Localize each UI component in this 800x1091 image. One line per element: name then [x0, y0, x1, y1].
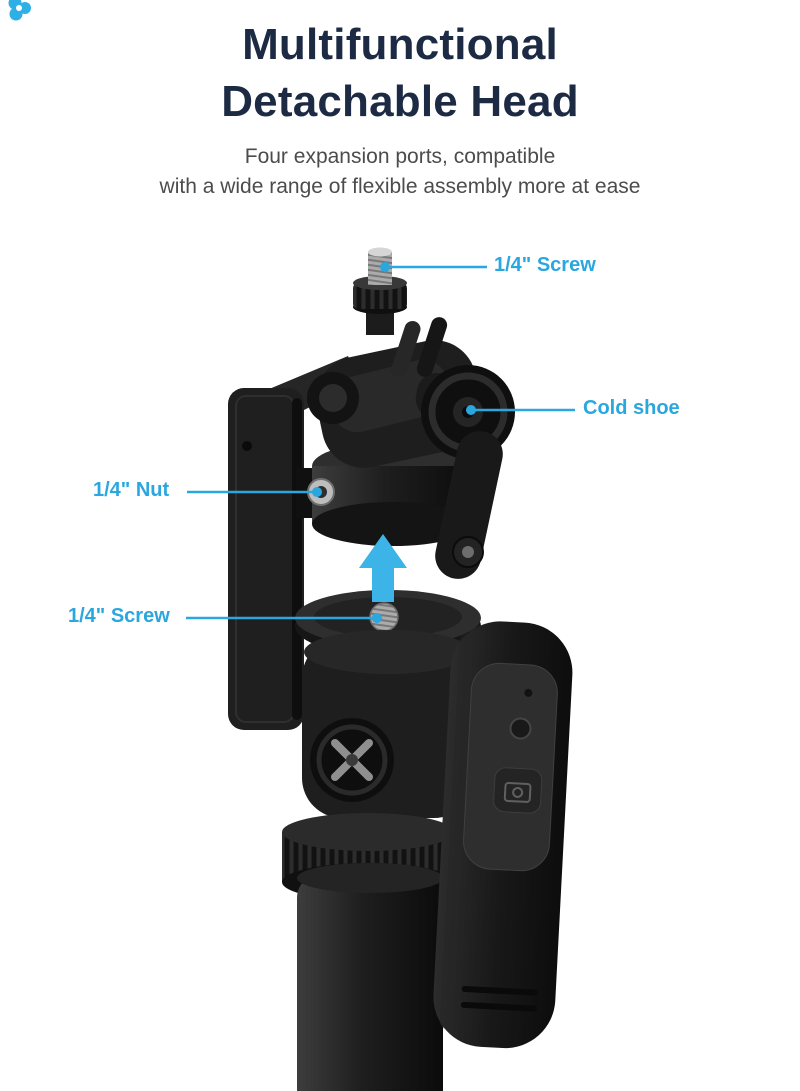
- remote-power-button: [509, 717, 532, 740]
- callout-cold-shoe: Cold shoe: [583, 397, 680, 419]
- callout-quarter-screw-top: 1/4" Screw: [494, 254, 596, 276]
- page-subtitle: Four expansion ports, compatible with a …: [0, 142, 800, 201]
- top-quarter-screw: [353, 247, 407, 335]
- camera-icon: [503, 781, 532, 803]
- up-arrow-icon: [359, 534, 407, 602]
- callout-dots: [312, 262, 476, 623]
- lower-mount-plate: [295, 590, 481, 656]
- side-arm: [435, 431, 503, 579]
- remote-control: [463, 662, 558, 872]
- subtitle-line-1: Four expansion ports, compatible: [244, 145, 556, 169]
- callout-quarter-nut: 1/4" Nut: [93, 479, 170, 501]
- callout-quarter-screw-bottom: 1/4" Screw: [68, 605, 170, 627]
- header: Multifunctional Detachable Head Four exp…: [0, 0, 800, 201]
- lower-ball-head: [302, 630, 474, 818]
- lock-wheel: [310, 718, 394, 802]
- subtitle-line-2: with a wide range of flexible assembly m…: [159, 174, 641, 198]
- page-title: Multifunctional Detachable Head: [0, 16, 800, 130]
- remote-indicator-light: [524, 688, 533, 697]
- brand-logo-mark: [6, 0, 34, 24]
- handle-grip: [297, 863, 443, 1091]
- brand-logo-icon: [8, 0, 31, 21]
- title-line-2: Detachable Head: [221, 77, 579, 127]
- folding-leg: [433, 621, 573, 1049]
- title-line-1: Multifunctional: [242, 20, 558, 69]
- callout-lines: [186, 262, 575, 623]
- remote-shutter-button: [493, 767, 543, 814]
